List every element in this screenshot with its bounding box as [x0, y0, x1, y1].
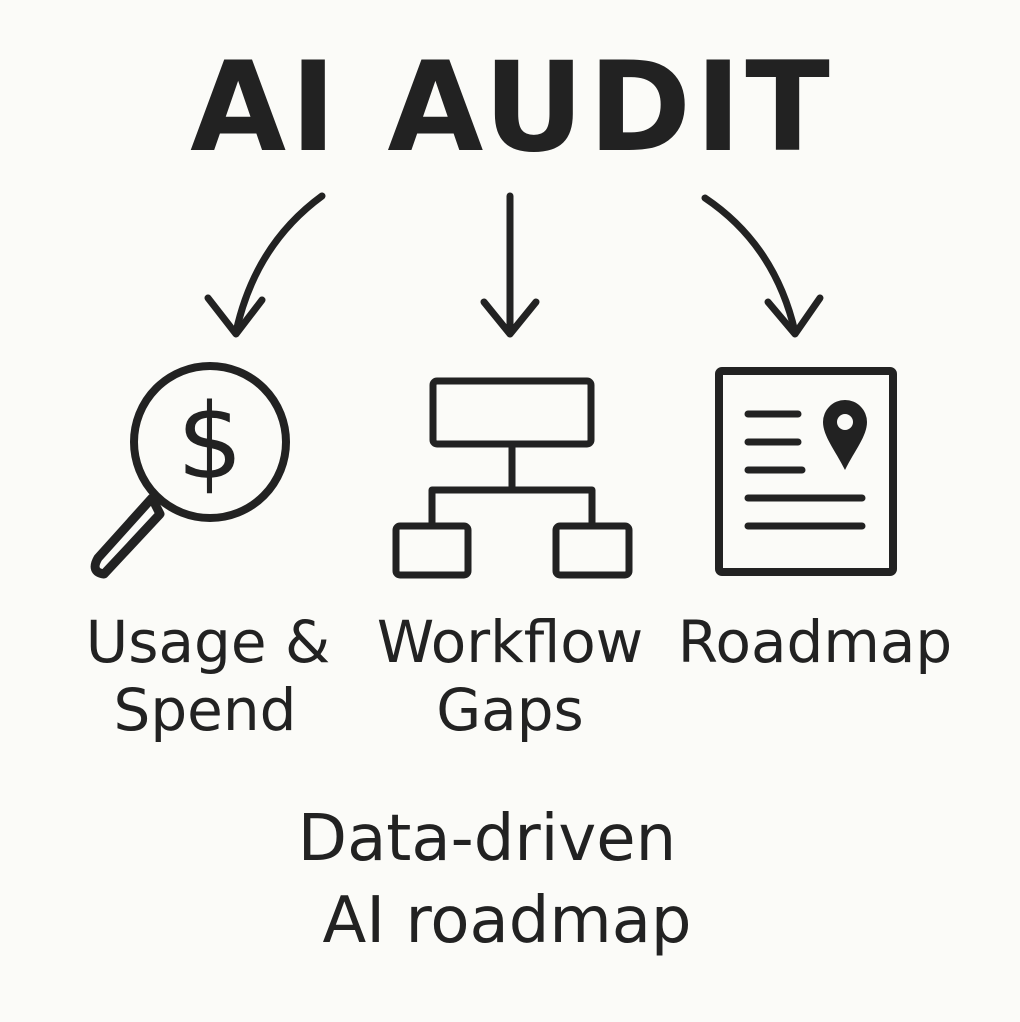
footer-line1: Data-driven — [298, 802, 676, 876]
branch-label-workflow: Workflow — [377, 608, 643, 676]
branch-label-spend: Spend — [114, 676, 297, 744]
diagram-title: AI AUDIT — [190, 36, 834, 180]
footer-line2: AI roadmap — [322, 884, 691, 958]
arrow-left — [204, 192, 326, 338]
dollar-sign: $ — [177, 381, 243, 503]
magnifier-dollar-icon: $ — [90, 362, 290, 579]
branch-label-roadmap: Roadmap — [678, 608, 952, 676]
flowchart-icon — [392, 377, 633, 579]
branch-label-gaps: Gaps — [436, 676, 584, 744]
branch-label-usage: Usage & — [86, 608, 330, 676]
arrow-right — [701, 194, 824, 338]
arrow-middle — [480, 192, 540, 338]
roadmap-document-icon — [715, 367, 897, 576]
